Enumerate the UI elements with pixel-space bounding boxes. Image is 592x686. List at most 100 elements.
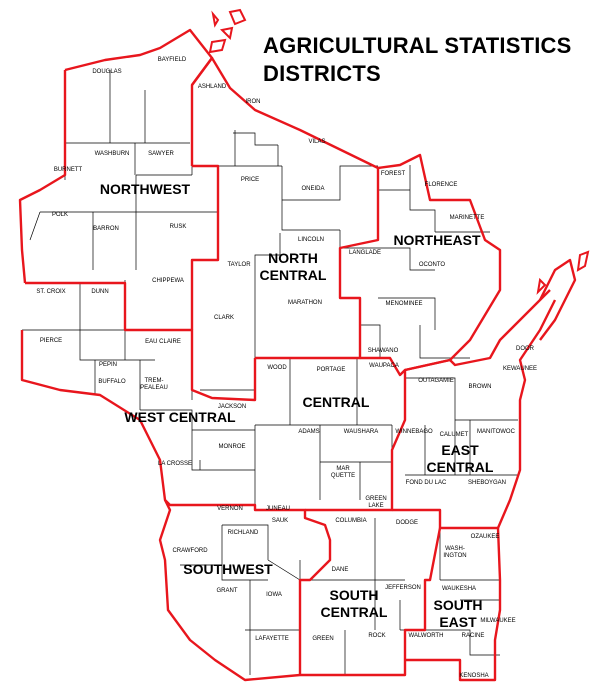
- county-label-jackson: JACKSON: [218, 404, 246, 410]
- county-label-line: JUNEAU: [266, 506, 290, 512]
- district-label-line: CENTRAL: [303, 394, 370, 410]
- district-boundaries: [18, 28, 577, 682]
- district-label-central: CENTRAL: [303, 394, 370, 410]
- district-label-line: EAST: [441, 442, 479, 458]
- county-label-marinette: MARINETTE: [450, 215, 485, 221]
- county-label-lafayette: LAFAYETTE: [255, 636, 289, 642]
- county-label-eau-claire: EAU CLAIRE: [145, 339, 181, 345]
- county-label-line: TAYLOR: [227, 262, 251, 268]
- county-label-line: INGTON: [443, 553, 466, 559]
- county-label-pepin: PEPIN: [99, 362, 117, 368]
- county-label-ashland: ASHLAND: [198, 84, 227, 90]
- county-label-line: DODGE: [396, 520, 418, 526]
- county-label-line: PEALEAU: [140, 385, 168, 391]
- district-label-line: CENTRAL: [260, 267, 327, 283]
- county-label-oconto: OCONTO: [419, 262, 446, 268]
- county-label-line: PIERCE: [40, 338, 62, 344]
- county-label-manitowoc: MANITOWOC: [477, 429, 516, 435]
- county-label-line: OCONTO: [419, 262, 446, 268]
- county-label-iowa: IOWA: [266, 592, 282, 598]
- county-label-line: WASH-: [445, 546, 465, 552]
- county-label-line: LANGLADE: [349, 250, 381, 256]
- county-label-line: CRAWFORD: [172, 548, 208, 554]
- county-label-adams: ADAMS: [298, 429, 319, 435]
- county-label-line: MANITOWOC: [477, 429, 516, 435]
- islands: [208, 8, 590, 295]
- county-label-florence: FLORENCE: [425, 182, 458, 188]
- county-label-ozaukee: OZAUKEE: [471, 534, 500, 540]
- county-label-line: BAYFIELD: [158, 57, 187, 63]
- county-label-richland: RICHLAND: [228, 530, 259, 536]
- county-label-line: WALWORTH: [409, 633, 444, 639]
- county-label-line: GREEN: [312, 636, 333, 642]
- county-label-line: DANE: [332, 567, 349, 573]
- county-label-line: IOWA: [266, 592, 282, 598]
- county-label-door: DOOR: [516, 346, 535, 352]
- county-label-clark: CLARK: [214, 315, 234, 321]
- county-label-line: JACKSON: [218, 404, 246, 410]
- map-title-line-2: DISTRICTS: [263, 61, 381, 86]
- county-label-barron: BARRON: [93, 226, 119, 232]
- county-label-line: ADAMS: [298, 429, 319, 435]
- county-label-line: RICHLAND: [228, 530, 259, 536]
- district-label-line: NORTH: [268, 250, 318, 266]
- county-label-line: DUNN: [91, 289, 108, 295]
- county-label-grant: GRANT: [217, 588, 238, 594]
- county-label-sauk: SAUK: [272, 518, 288, 524]
- county-label-washburn: WASHBURN: [95, 151, 130, 157]
- county-label-line: SHEBOYGAN: [468, 480, 506, 486]
- county-label-line: BROWN: [469, 384, 492, 390]
- county-label-vilas: VILAS: [308, 139, 325, 145]
- county-label-line: LAFAYETTE: [255, 636, 289, 642]
- county-label-price: PRICE: [241, 177, 259, 183]
- county-label-burnett: BURNETT: [54, 167, 83, 173]
- county-label-line: BUFFALO: [98, 379, 126, 385]
- county-label-menominee: MENOMINEE: [385, 301, 422, 307]
- county-label-line: KEWAUNEE: [503, 366, 537, 372]
- county-label-douglas: DOUGLAS: [92, 69, 121, 75]
- county-label-chippewa: CHIPPEWA: [152, 278, 184, 284]
- county-label-jefferson: JEFFERSON: [385, 585, 421, 591]
- county-label-line: LINCOLN: [298, 237, 324, 243]
- county-label-calumet: CALUMET: [440, 432, 469, 438]
- county-label-line: DOOR: [516, 346, 535, 352]
- county-label-line: OZAUKEE: [471, 534, 500, 540]
- county-label-sawyer: SAWYER: [148, 151, 174, 157]
- county-label-line: LAKE: [368, 503, 383, 509]
- county-label-shawano: SHAWANO: [368, 348, 399, 354]
- county-label-line: RUSK: [170, 224, 187, 230]
- county-label-trempealeau: TREM-PEALEAU: [140, 378, 168, 391]
- county-label-waukesha: WAUKESHA: [442, 586, 476, 592]
- county-label-line: PEPIN: [99, 362, 117, 368]
- county-label-taylor: TAYLOR: [227, 262, 251, 268]
- county-label-pierce: PIERCE: [40, 338, 62, 344]
- county-label-line: WAUSHARA: [344, 429, 378, 435]
- county-label-dunn: DUNN: [91, 289, 108, 295]
- county-label-line: CALUMET: [440, 432, 469, 438]
- district-label-line: NORTHWEST: [100, 181, 191, 197]
- county-label-crawford: CRAWFORD: [172, 548, 208, 554]
- county-boundaries: [22, 70, 518, 675]
- district-label-northeast: NORTHEAST: [393, 232, 481, 248]
- county-label-line: WOOD: [267, 365, 287, 371]
- county-label-line: BARRON: [93, 226, 119, 232]
- county-label-line: FOREST: [381, 171, 406, 177]
- county-label-kewaunee: KEWAUNEE: [503, 366, 537, 372]
- county-label-line: WINNEBAGO: [395, 429, 433, 435]
- county-label-line: RACINE: [462, 633, 485, 639]
- county-label-line: MILWAUKEE: [480, 618, 515, 624]
- county-label-line: EAU CLAIRE: [145, 339, 181, 345]
- county-label-line: PORTAGE: [317, 367, 346, 373]
- district-label-line: SOUTH: [434, 597, 483, 613]
- county-label-kenosha: KENOSHA: [459, 673, 488, 679]
- county-label-line: SAUK: [272, 518, 288, 524]
- county-label-line: FOND DU LAC: [406, 480, 447, 486]
- county-label-bayfield: BAYFIELD: [158, 57, 187, 63]
- county-label-line: COLUMBIA: [335, 518, 366, 524]
